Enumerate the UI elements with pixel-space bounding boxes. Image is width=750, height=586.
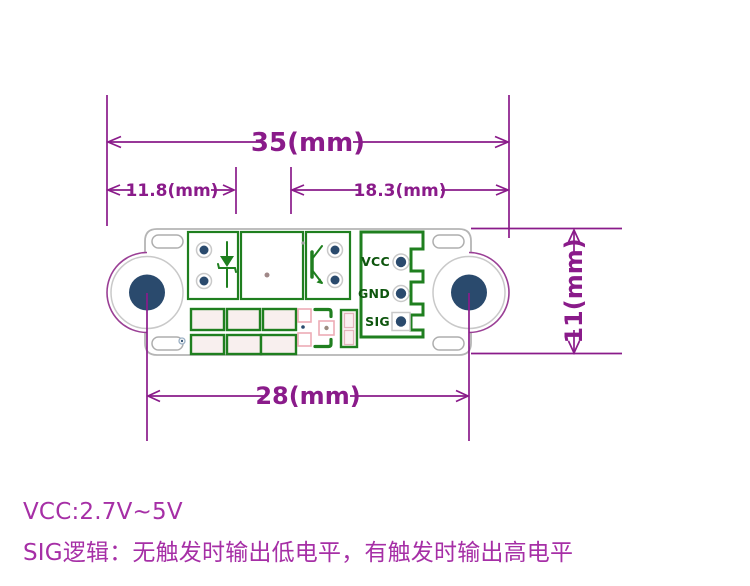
smd-passives [178, 307, 359, 356]
mounting-hole-left [110, 255, 184, 330]
two-pad-component [339, 308, 359, 349]
slot-top-right [432, 234, 465, 249]
receiver-pad-top [326, 241, 344, 259]
dimension-overall-width: 35(mm) [105, 95, 511, 238]
tiny-dot [301, 325, 305, 329]
emitter-pad-bottom [195, 272, 213, 290]
pin-pad-gnd [392, 284, 410, 303]
board-right-bump [468, 251, 510, 334]
component-sections [186, 230, 352, 301]
pin-label-gnd: GND [358, 286, 390, 301]
phototransistor-symbol [301, 241, 323, 284]
emitter-pad-top [195, 241, 213, 259]
note-sig-logic: SIG逻辑：无触发时输出低电平，有触发时输出高电平 [23, 540, 574, 566]
board-left-bump [106, 251, 148, 334]
receiver-pad-bottom [326, 271, 344, 289]
board-outline [106, 228, 510, 356]
smd-pad [259, 333, 298, 356]
diode-symbol [217, 241, 237, 288]
smd-pad [261, 307, 298, 332]
silkscreen-brackets [313, 307, 333, 349]
slot-bottom-left [151, 336, 184, 351]
pin-pad-sig [391, 311, 411, 332]
pink-component-with-dot [318, 320, 335, 336]
small-via [178, 337, 186, 345]
pin-label-vcc: VCC [361, 254, 390, 269]
pink-pad-top [297, 308, 312, 323]
dimension-label-11mm: 11(mm) [560, 238, 588, 343]
dimension-label-35mm: 35(mm) [251, 128, 365, 158]
pin-header-section: VCC GND SIG [358, 230, 425, 339]
slot-bottom-right [432, 336, 465, 351]
fiducial-dot [264, 272, 270, 278]
smd-pad [189, 307, 226, 332]
middle-section-box [239, 230, 305, 301]
arrowhead-left [105, 135, 122, 149]
pin-pad-vcc [392, 253, 410, 271]
smd-pad [225, 333, 263, 356]
dimension-left-offset: 11.8(mm) [105, 167, 237, 214]
slot-top-left [151, 234, 184, 249]
note-vcc-range: VCC:2.7V~5V [23, 499, 183, 525]
emitter-section-box [186, 230, 240, 301]
pin-label-sig: SIG [365, 314, 390, 329]
dimension-hole-spacing: 28(mm) [145, 293, 471, 441]
dimension-label-28mm: 28(mm) [255, 382, 360, 410]
pink-pad-bottom [297, 332, 312, 347]
dimension-right-offset: 18.3(mm) [289, 167, 511, 214]
smd-pad [189, 333, 226, 356]
dimension-board-height: 11(mm) [471, 227, 622, 356]
board-edge-bottom [144, 332, 472, 356]
mounting-hole-right [432, 255, 506, 330]
board-edge-top [144, 228, 472, 253]
dimension-label-18-3mm: 18.3(mm) [354, 181, 447, 201]
dimension-label-11-8mm: 11.8(mm) [126, 181, 219, 201]
smd-pad [225, 307, 262, 332]
arrowhead-right [494, 135, 511, 149]
